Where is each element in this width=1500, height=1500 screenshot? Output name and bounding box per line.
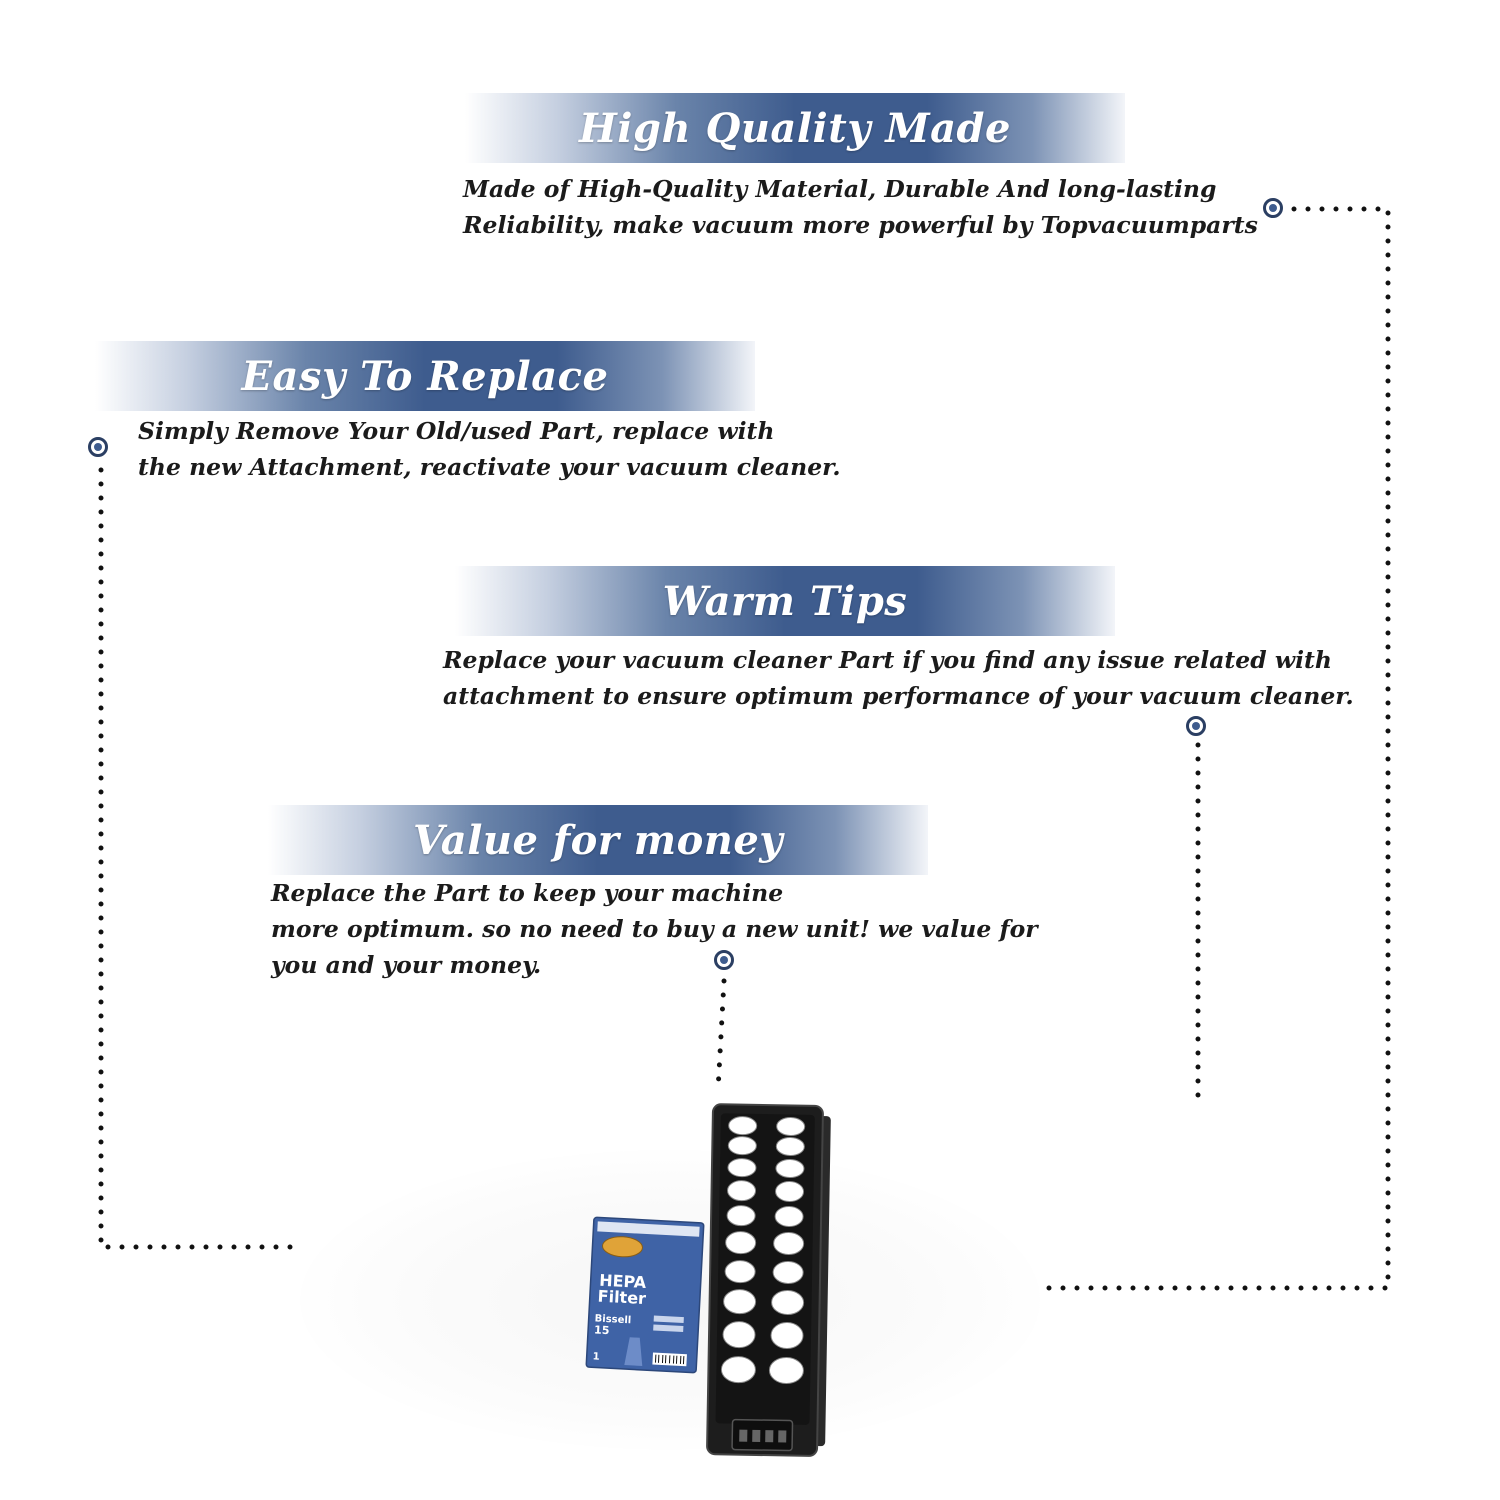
banner-title: Value for money <box>412 816 784 864</box>
description-line: the new Attachment, reactivate your vacu… <box>138 453 841 481</box>
banner-value-for-money: Value for money <box>268 805 928 875</box>
bullet-dot-icon <box>714 950 734 970</box>
description-line: Reliability, make vacuum more powerful b… <box>463 211 1258 239</box>
description-high-quality: Made of High-Quality Material, Durable A… <box>463 171 1258 243</box>
description-line: Replace your vacuum cleaner Part if you … <box>443 646 1332 674</box>
description-warm-tips: Replace your vacuum cleaner Part if you … <box>443 642 1354 714</box>
description-line: attachment to ensure optimum performance… <box>443 682 1354 710</box>
filter-package: HEPA Filter Bissell 15 1 <box>585 1216 705 1374</box>
description-line: Replace the Part to keep your machine <box>271 879 784 907</box>
description-easy-replace: Simply Remove Your Old/used Part, replac… <box>138 413 841 485</box>
banner-title: Warm Tips <box>662 577 908 625</box>
package-line2: Filter <box>597 1287 646 1309</box>
banner-easy-replace: Easy To Replace <box>95 341 755 411</box>
description-line: Simply Remove Your Old/used Part, replac… <box>138 417 775 445</box>
hepa-filter <box>706 1103 831 1457</box>
package-model: 15 <box>594 1323 610 1337</box>
package-line1: HEPA <box>599 1271 648 1292</box>
banner-warm-tips: Warm Tips <box>455 566 1115 636</box>
filter-holes <box>720 1116 806 1384</box>
banner-title: Easy To Replace <box>241 352 609 400</box>
banner-high-quality: High Quality Made <box>465 93 1125 163</box>
package-count: 1 <box>592 1351 600 1362</box>
description-line: you and your money. <box>271 951 542 979</box>
description-value-for-money: Replace the Part to keep your machine mo… <box>271 875 1038 983</box>
connector-value <box>715 978 727 1093</box>
package-brand: Bissell <box>594 1313 631 1326</box>
bullet-dot-icon <box>1186 716 1206 736</box>
connector-easy-replace <box>98 467 297 1250</box>
product-image: HEPA Filter Bissell 15 1 <box>585 1103 831 1457</box>
bullet-dot-icon <box>88 437 108 457</box>
banner-title: High Quality Made <box>579 104 1011 152</box>
bullet-dot-icon <box>1263 198 1283 218</box>
connector-high-quality <box>1033 206 1391 1291</box>
description-line: more optimum. so no need to buy a new un… <box>271 915 1038 943</box>
description-line: Made of High-Quality Material, Durable A… <box>463 175 1217 203</box>
